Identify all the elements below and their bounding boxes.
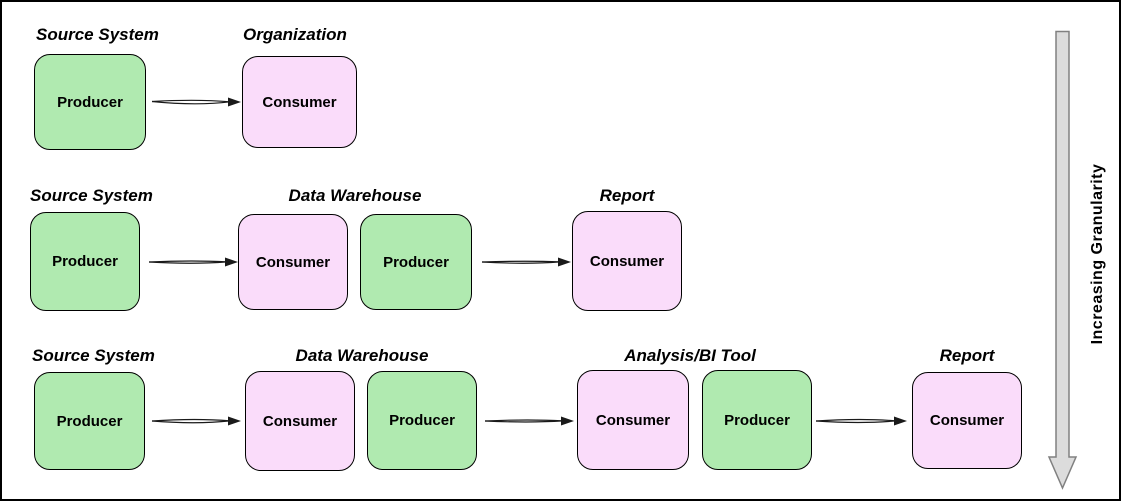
consumer-box: Consumer: [245, 371, 355, 471]
producer-box: Producer: [34, 54, 146, 150]
label-analysis-bi-tool: Analysis/BI Tool: [624, 346, 756, 365]
label-report: Report: [939, 346, 995, 365]
label-source-system: Source System: [36, 25, 159, 44]
producer-box: Producer: [360, 214, 472, 310]
producer-box: Producer: [702, 370, 812, 470]
consumer-box: Consumer: [912, 372, 1022, 469]
flow-arrow: [151, 97, 241, 107]
consumer-box: Consumer: [577, 370, 689, 470]
flow-arrow: [151, 416, 241, 426]
consumer-box: Consumer: [238, 214, 348, 310]
producer-box: Producer: [34, 372, 145, 470]
flow-arrow: [481, 257, 571, 267]
increasing-granularity-label: Increasing Granularity: [1089, 163, 1106, 345]
producer-box: Producer: [30, 212, 140, 311]
label-source-system: Source System: [32, 346, 155, 365]
label-data-warehouse: Data Warehouse: [288, 186, 422, 205]
label-report: Report: [599, 186, 655, 205]
label-organization: Organization: [243, 25, 347, 44]
label-data-warehouse: Data Warehouse: [295, 346, 429, 365]
consumer-box: Consumer: [572, 211, 682, 311]
flow-arrow: [484, 416, 574, 426]
label-source-system: Source System: [30, 186, 153, 205]
consumer-box: Consumer: [242, 56, 357, 148]
flow-arrow: [815, 416, 907, 426]
increasing-granularity-arrow: [1047, 30, 1078, 490]
flow-arrow: [148, 257, 238, 267]
producer-box: Producer: [367, 371, 477, 470]
